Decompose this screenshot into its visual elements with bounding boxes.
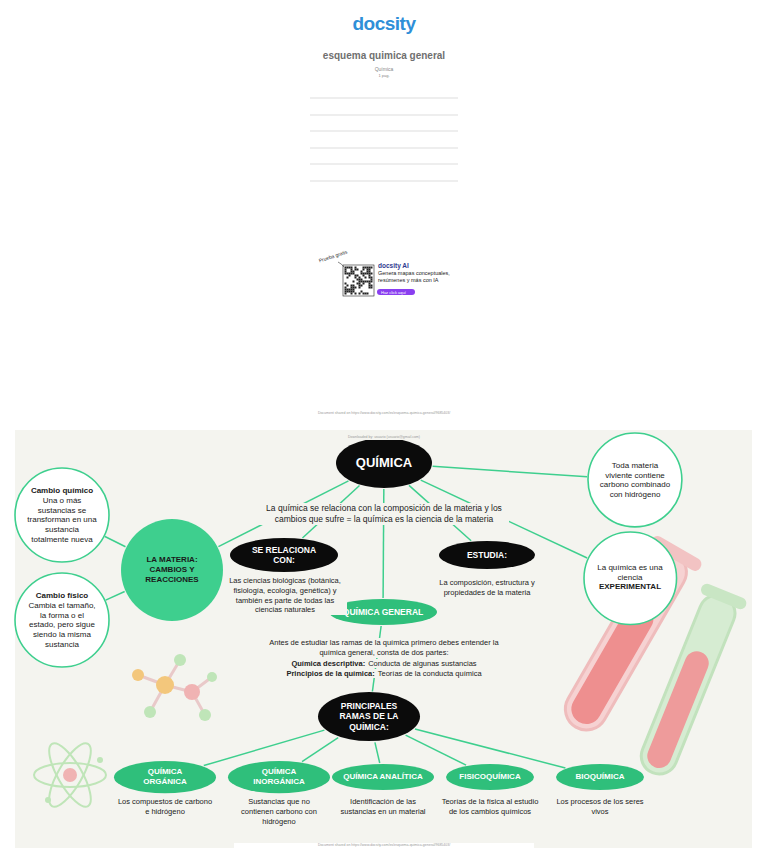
- note-text: docsity: [314, 12, 454, 37]
- note-text: 1 pag.: [334, 73, 434, 78]
- connector: [105, 536, 126, 546]
- outlined-circle: Toda materia viviente contiene carbono c…: [587, 432, 683, 528]
- node-text-box: QUÍMICA INORGÁNICA: [239, 767, 319, 787]
- cta-button: [377, 289, 415, 295]
- node-text: Cambio físico: [36, 591, 88, 601]
- connector-line: [204, 730, 325, 765]
- node-text: PRINCIPALES RAMAS DE LA QUÍMICA:: [329, 701, 409, 732]
- text-row-patch: Química descriptiva:Conducta de algunas …: [289, 659, 478, 668]
- connector: [433, 466, 588, 476]
- node-text: Cambia el tamaño, la forma o el estado, …: [27, 601, 98, 650]
- atom: [34, 738, 106, 812]
- connector: [204, 730, 325, 765]
- node-text: QUÍMICA: [356, 455, 412, 471]
- note-text: Document shared on https://www.docsity.c…: [234, 843, 534, 848]
- connector-line: [105, 536, 126, 546]
- node-text: QUÍMICA INORGÁNICA: [239, 767, 319, 787]
- connector: [415, 729, 565, 768]
- text-row: Química descriptiva:Conducta de algunas …: [0, 659, 768, 669]
- note-text: Teorías de la física al estudio de los c…: [440, 797, 540, 817]
- note-text: Document shared on https://www.docsity.c…: [234, 411, 534, 416]
- note-text: Las ciencias biológicas (botánica, fisio…: [223, 576, 347, 615]
- map-ground: [15, 430, 752, 848]
- note-text: Genera mapas conceptuales, resúmenes y m…: [378, 270, 456, 284]
- note-text: Principios de la química:: [286, 669, 374, 678]
- black-ellipse: QUÍMICA: [335, 437, 433, 489]
- node-text-box: Cambio físicoCambia el tamaño, la forma …: [27, 591, 98, 650]
- note-text: Química: [334, 66, 434, 73]
- node-text: BIOQUÍMICA: [576, 772, 625, 782]
- cover-lines: [310, 98, 458, 181]
- node-text: LA MATERIA: CAMBIOS Y REACCIONES: [134, 555, 211, 584]
- note-text: Química descriptiva:: [291, 659, 365, 668]
- note-text: La composición, estructura y propiedades…: [425, 578, 549, 598]
- black-ellipse: ESTUDIA:: [438, 540, 536, 570]
- note-text: Antes de estudiar las ramas de la químic…: [266, 638, 502, 658]
- text-row-patch: Principios de la química: Teorías de la c…: [284, 669, 483, 678]
- black-ellipse: PRINCIPALES RAMAS DE LA QUÍMICA:: [317, 691, 421, 742]
- note-text: Identificación de las sustancias en un m…: [335, 797, 431, 817]
- node-text-box: QUÍMICA: [356, 455, 412, 471]
- node-text: ESTUDIA:: [467, 550, 507, 560]
- note-text: Downloaded by: usuario (usuario@gmail.co…: [234, 435, 534, 440]
- node-text: SE RELACIONA CON:: [242, 545, 327, 566]
- note-text: Prueba gratis: [313, 247, 353, 266]
- note-text: Los compuestos de carbono e hidrógeno: [115, 797, 215, 817]
- note-text: Teorías de la conducta química: [378, 669, 482, 678]
- arrow-doodle: [338, 262, 344, 267]
- node-text-box: ESTUDIA:: [467, 550, 507, 560]
- node-text: Toda materia viviente contiene carbono c…: [599, 460, 670, 499]
- outlined-circle: Cambio químicoUna o más sustancias se tr…: [14, 467, 110, 563]
- note-text: Conducta de algunas sustancias: [368, 659, 476, 668]
- note-text: Haz click aquí: [378, 290, 416, 295]
- node-text-box: FISICOQUÍMICA: [459, 772, 520, 782]
- connector-line: [106, 592, 125, 601]
- connector-line: [375, 742, 380, 763]
- test-tube-pink: [552, 534, 704, 741]
- connector-line: [433, 466, 588, 476]
- text-row: Principios de la química: Teorías de la c…: [0, 669, 768, 679]
- green-ellipse: QUÍMICA ANALÍTICA: [331, 763, 435, 791]
- connector: [302, 738, 338, 762]
- node-text: EXPERIMENTAL: [599, 583, 661, 593]
- note-text: Los procesos de los seres vivos: [550, 797, 650, 817]
- node-text-box: BIOQUÍMICA: [576, 772, 625, 782]
- document-title: esquema quimica general: [234, 49, 534, 62]
- outlined-circle: La química es una cienciaEXPERIMENTAL: [583, 531, 678, 626]
- node-text: Una o más sustancias se transforman en u…: [27, 496, 98, 545]
- green-ellipse: BIOQUÍMICA: [555, 763, 645, 791]
- note-text: Sustancias que no contienen carbono con …: [231, 797, 327, 826]
- green-ellipse: FISICOQUÍMICA: [445, 763, 535, 791]
- note-text: La química se relaciona con la composici…: [259, 503, 509, 525]
- node-text: La química es una ciencia: [595, 563, 665, 583]
- node-text-box: LA MATERIA: CAMBIOS Y REACCIONES: [134, 555, 211, 584]
- filled-circle: LA MATERIA: CAMBIOS Y REACCIONES: [120, 518, 224, 622]
- node-text-box: La química es una cienciaEXPERIMENTAL: [595, 563, 665, 592]
- molecule: [132, 654, 217, 721]
- node-text: QUÍMICA ORGÁNICA: [125, 767, 205, 787]
- node-text-box: QUÍMICA GENERAL: [341, 607, 426, 617]
- outlined-circle: Cambio físicoCambia el tamaño, la forma …: [14, 572, 110, 668]
- node-text: FISICOQUÍMICA: [459, 772, 520, 782]
- node-text: QUÍMICA GENERAL: [343, 607, 423, 617]
- connector-line: [415, 729, 565, 768]
- connector-line: [302, 738, 338, 762]
- node-text-box: PRINCIPALES RAMAS DE LA QUÍMICA:: [329, 701, 409, 732]
- node-text: Cambio químico: [31, 486, 93, 496]
- connector: [106, 592, 125, 601]
- node-text-box: SE RELACIONA CON:: [242, 545, 327, 566]
- node-text-box: QUÍMICA ANALÍTICA: [343, 772, 423, 782]
- green-ellipse: QUÍMICA INORGÁNICA: [227, 760, 331, 794]
- qr-code: [343, 265, 374, 296]
- node-text-box: Cambio químicoUna o más sustancias se tr…: [27, 486, 98, 545]
- node-text-box: QUÍMICA ORGÁNICA: [125, 767, 205, 787]
- node-text-box: Toda materia viviente contiene carbono c…: [599, 460, 670, 499]
- connector: [375, 742, 380, 763]
- green-ellipse: QUÍMICA ORGÁNICA: [113, 760, 217, 794]
- black-ellipse: SE RELACIONA CON:: [229, 537, 339, 573]
- node-text: QUÍMICA ANALÍTICA: [343, 772, 422, 782]
